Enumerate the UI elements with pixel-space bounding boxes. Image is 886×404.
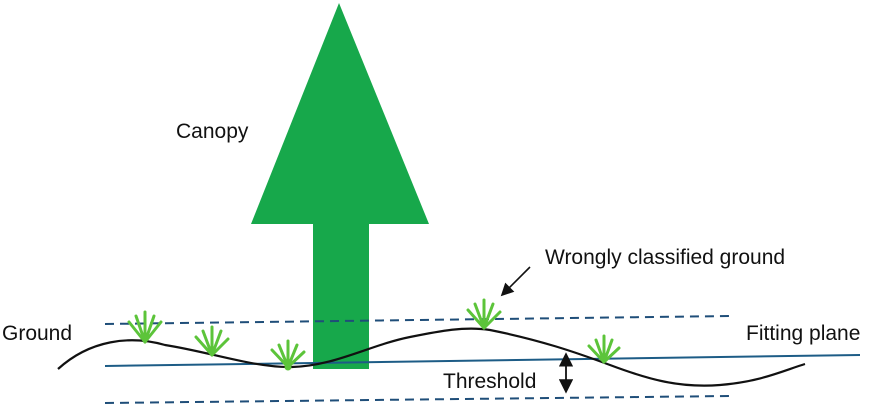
lower-threshold-dashed-line — [104, 395, 731, 404]
fitting-plane-line — [104, 354, 861, 367]
ground-point — [284, 363, 292, 371]
tree-canopy-triangle — [251, 3, 429, 224]
threshold-label: Threshold — [443, 370, 537, 393]
tree-trunk — [313, 224, 369, 369]
ground-label: Ground — [2, 322, 73, 345]
canopy-label: Canopy — [176, 120, 249, 143]
grass-tuft-4 — [466, 298, 502, 330]
grass-tuft-3 — [270, 339, 306, 369]
wrongly-classified-pointer-arrow — [500, 266, 531, 297]
grass-tuft-5 — [587, 334, 621, 364]
grass-tuft-1 — [127, 310, 163, 344]
upper-threshold-dashed-line — [104, 315, 731, 325]
wrongly-classified-ground-label: Wrongly classified ground — [545, 246, 786, 269]
grass-tuft-2 — [194, 325, 230, 357]
ground-line — [57, 327, 806, 387]
fitting-plane-label: Fitting plane — [746, 322, 861, 345]
